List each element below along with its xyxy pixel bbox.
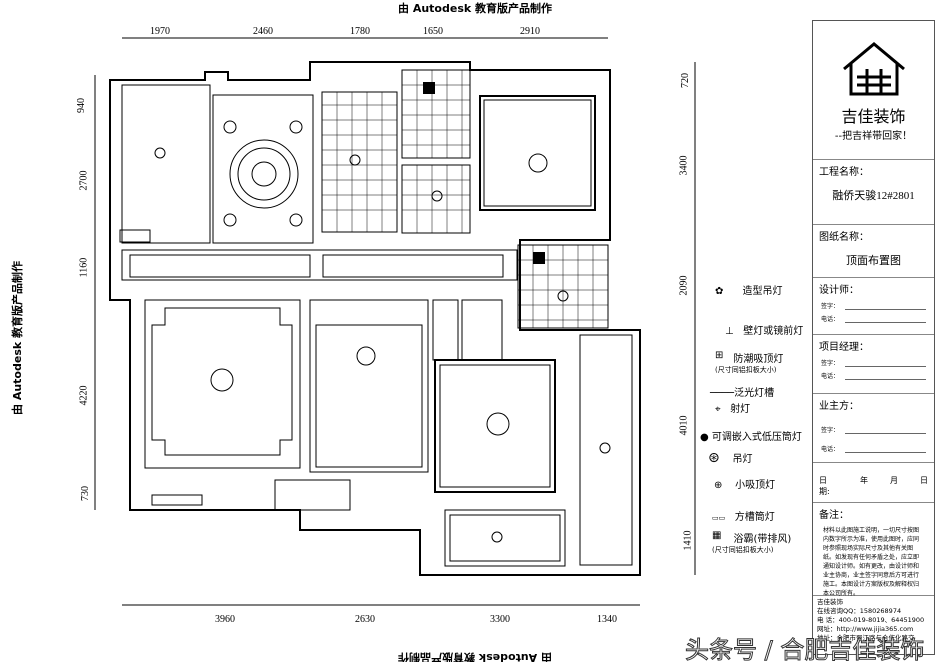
dim-bottom: 1340 — [597, 614, 617, 625]
legend-item: ⊞防潮吸顶灯(尺寸同铝扣板大小) — [715, 350, 784, 374]
dim-top: 1780 — [350, 26, 370, 37]
wall-lamp-icon: ⊥ — [725, 326, 734, 337]
dim-bottom: 2630 — [355, 614, 375, 625]
dim-top: 2910 — [520, 26, 540, 37]
square-downlight-icon: ▭▭ — [712, 514, 726, 522]
legend-item: ▦浴霸(带排风)(尺寸同铝扣板大小) — [712, 530, 792, 554]
dim-top: 2460 — [253, 26, 273, 37]
project-name: 融侨天骏12#2801 — [832, 190, 915, 202]
legend-item: ⊛ 吊灯 — [708, 450, 753, 466]
bath-heater-icon: ▦ — [712, 530, 722, 541]
notes-section: 备注：材料以此图施工说明，一切尺寸按图内数字所示为准，使用此图时，应同时参照现场… — [813, 503, 934, 597]
drawing-section: 图纸名称：顶面布置图 — [813, 225, 934, 278]
title-block: 吉佳装饰 --把吉祥带回家！ 工程名称：融侨天骏12#2801 图纸名称：顶面布… — [812, 20, 935, 655]
recessed-downlight-icon: ● — [700, 432, 709, 443]
dim-bottom: 3960 — [215, 614, 235, 625]
dim-top: 1970 — [150, 26, 170, 37]
dim-bottom: 3300 — [490, 614, 510, 625]
legend-item: ⊕ 小吸顶灯 — [714, 480, 776, 491]
legend-item: ● 可调嵌入式低压筒灯 — [700, 432, 802, 443]
chandelier-shaped-icon: ✿ — [715, 286, 724, 297]
contact-section: 吉佳装饰 在线咨询QQ：1580268974 电 话：400-019-8019、… — [817, 598, 925, 642]
legend-item: ▭▭ 方槽筒灯 — [712, 512, 775, 523]
flood-light-slot-icon: ──── — [710, 388, 735, 399]
source-watermark: 头条号 / 合肥吉佳装饰 — [684, 636, 925, 662]
date-section: 日 期:年月日 — [813, 463, 934, 503]
designer-section: 设计师：签字：电话： — [813, 278, 934, 335]
spotlight-icon: ⌖ — [715, 404, 721, 415]
company-slogan: --把吉祥带回家！ — [834, 131, 913, 142]
project-section: 工程名称：融侨天骏12#2801 — [813, 160, 934, 225]
pendant-lamp-icon: ⊛ — [708, 450, 720, 466]
legend-item: ⌖ 射灯 — [715, 404, 751, 415]
legend-item: ✿ 造型吊灯 — [715, 286, 783, 297]
owner-section: 业主方：签字：电话： — [813, 394, 934, 463]
house-logo-icon — [842, 42, 905, 96]
legend-item: ⊥ 壁灯或镜前灯 — [725, 326, 804, 337]
manager-section: 项目经理：签字：电话： — [813, 335, 934, 394]
company-logo-section: 吉佳装饰 --把吉祥带回家！ — [813, 21, 934, 160]
small-ceiling-lamp-icon: ⊕ — [714, 480, 723, 491]
moisture-proof-ceiling-lamp-icon: ⊞ — [715, 350, 724, 361]
company-name: 吉佳装饰 — [841, 107, 906, 126]
drawing-name: 顶面布置图 — [846, 255, 901, 267]
watermark-top: 由 Autodesk 教育版产品制作 — [398, 2, 553, 15]
legend-item: ────泛光灯槽 — [710, 388, 775, 399]
dim-top: 1650 — [423, 26, 443, 37]
